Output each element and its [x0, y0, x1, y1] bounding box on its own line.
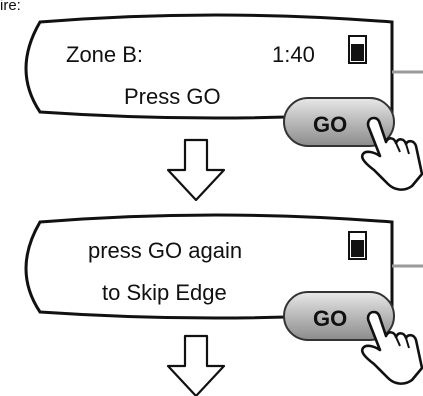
go-button-1-label: GO [313, 112, 347, 137]
battery-icon [348, 35, 367, 64]
pointing-hand-icon [360, 310, 423, 385]
timer-value: 1:40 [272, 42, 315, 67]
display-panel-1: Zone B: 1:40 Press GO [24, 13, 423, 120]
down-arrow-icon [166, 138, 226, 202]
pointing-hand-icon [360, 116, 423, 191]
instruction-line-2: to Skip Edge [102, 280, 227, 305]
zone-label: Zone B: [66, 42, 143, 67]
instruction-text: Press GO [124, 84, 221, 109]
go-button-2-label: GO [313, 306, 347, 331]
top-cut-text: ire: [0, 0, 21, 14]
instruction-line-1: press GO again [88, 238, 242, 263]
go-button-1[interactable]: GO [283, 97, 395, 147]
go-button-2[interactable]: GO [283, 291, 395, 341]
battery-icon [348, 231, 367, 260]
down-arrow-icon [166, 334, 226, 396]
